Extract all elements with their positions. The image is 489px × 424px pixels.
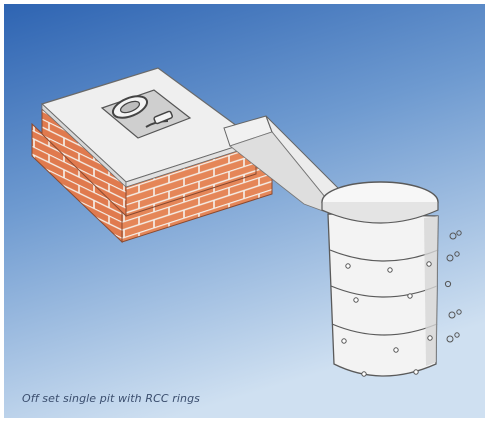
figure-caption: Off set single pit with RCC rings bbox=[22, 392, 200, 405]
latrine-diagram bbox=[4, 4, 485, 418]
diagram-frame: Off set single pit with RCC rings bbox=[4, 4, 485, 418]
